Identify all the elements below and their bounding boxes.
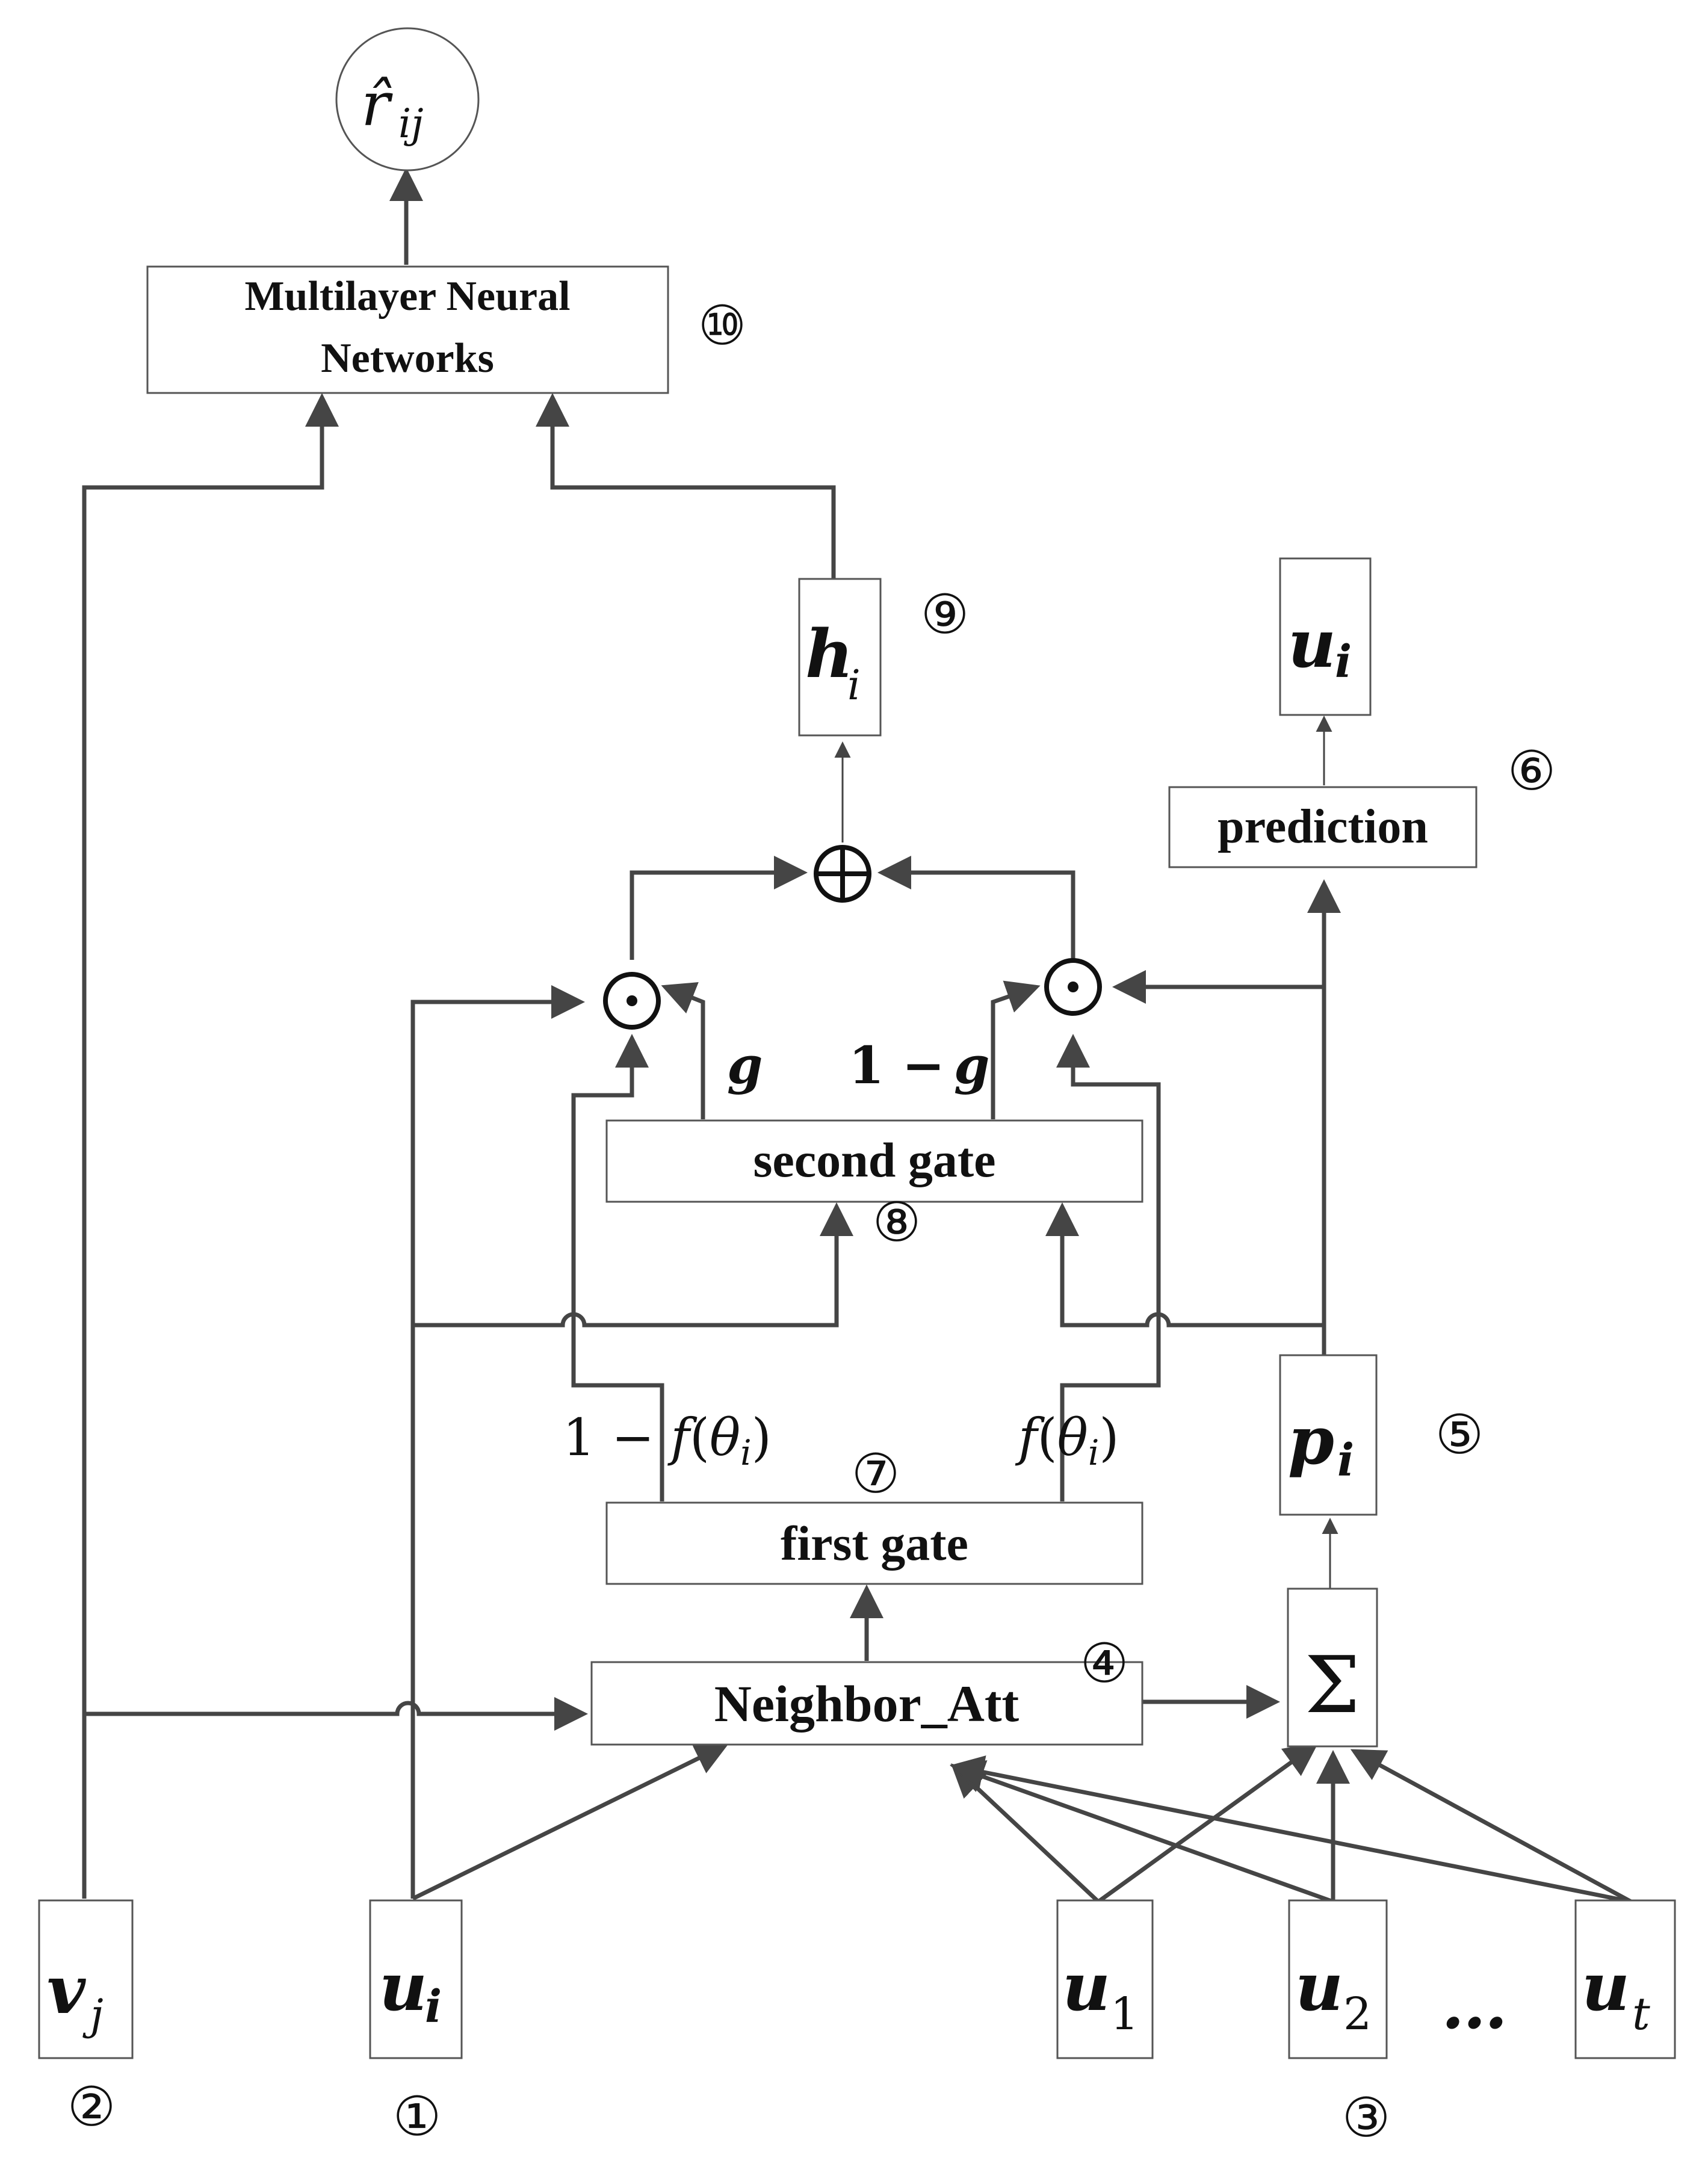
edge-v-to-neighbor-att xyxy=(84,1697,588,1731)
edge-second-gate-g xyxy=(661,982,705,1119)
dot-operator-right xyxy=(1044,958,1102,1016)
ut-node: u t xyxy=(1574,1899,1676,2059)
edge-u1-to-neighbor-att xyxy=(950,1763,1100,1903)
ut-subscript: t xyxy=(1632,1988,1650,2040)
dot-operator-left xyxy=(603,972,661,1030)
neighbors-step-number: ③ xyxy=(1342,2086,1391,2150)
second-gate-label: second gate xyxy=(753,1133,995,1187)
edge-ui-to-neighbor-att xyxy=(412,1743,729,1901)
h-subscript: i xyxy=(847,662,861,710)
label-one-minus-f: 1 − f(θi) xyxy=(563,1408,772,1473)
p-symbol: p xyxy=(1288,1402,1334,1479)
label-f: f(θi) xyxy=(1015,1408,1119,1473)
plus-operator xyxy=(814,845,871,903)
mlp-label-line1: Multilayer Neural xyxy=(244,273,570,320)
ui-input-subscript: i xyxy=(425,1981,442,2033)
h-node: h i ⑨ xyxy=(798,578,970,737)
edge-ui-vertical xyxy=(410,985,585,1899)
p-subscript: i xyxy=(1337,1435,1354,1486)
prediction-label: prediction xyxy=(1218,800,1428,853)
ui-predicted-subscript: i xyxy=(1335,636,1352,688)
label-g: g xyxy=(727,1036,763,1096)
v-input-node: v j ② xyxy=(38,1899,134,2139)
u2-subscript: 2 xyxy=(1343,1988,1372,2040)
first-gate-block: first gate ⑦ xyxy=(605,1442,1143,1585)
first-gate-step-number: ⑦ xyxy=(852,1442,900,1506)
u2-node: u 2 xyxy=(1288,1899,1388,2059)
ui-input-symbol: u xyxy=(379,1948,427,2026)
second-gate-step-number: ⑧ xyxy=(873,1191,921,1254)
neighbor-att-block: Neighbor_Att ④ xyxy=(590,1632,1143,1746)
gate-weight-labels: g 1 − g xyxy=(727,1036,989,1096)
first-gate-output-labels: 1 − f(θi) f(θi) xyxy=(563,1408,1119,1473)
label-one-minus-g-var: g xyxy=(954,1036,989,1096)
mlp-label-line2: Networks xyxy=(321,335,494,382)
p-node: p i ⑤ xyxy=(1279,1354,1484,1516)
second-gate-block: second gate ⑧ xyxy=(605,1119,1143,1254)
edge-ut-to-neighbor-att xyxy=(950,1755,1632,1904)
sum-symbol: Σ xyxy=(1305,1639,1360,1731)
ui-predicted-symbol: u xyxy=(1288,605,1336,682)
h-symbol: h xyxy=(805,615,853,693)
label-one-minus-g-prefix: 1 − xyxy=(849,1036,945,1096)
edge-u1-to-sum xyxy=(1097,1742,1319,1903)
u2-symbol: u xyxy=(1295,1948,1343,2026)
ui-input-step-number: ① xyxy=(393,2085,442,2148)
u1-node: u 1 xyxy=(1056,1899,1154,2059)
edge-p-to-second-gate xyxy=(1045,1202,1324,1328)
p-step-number: ⑤ xyxy=(1435,1403,1484,1467)
ut-symbol: u xyxy=(1582,1948,1630,2026)
sum-node: Σ xyxy=(1287,1588,1378,1748)
edge-v-to-mlp xyxy=(82,393,339,1899)
prediction-block: prediction ⑥ xyxy=(1168,740,1556,868)
edge-h-to-mlp xyxy=(536,393,836,579)
edge-first-gate-left xyxy=(571,1034,664,1501)
ui-input-node: u i ① xyxy=(369,1899,463,2148)
prediction-step-number: ⑥ xyxy=(1508,740,1556,803)
neighbors-ellipsis: … xyxy=(1441,1966,1508,2044)
mlp-step-number: ⑩ xyxy=(698,294,747,357)
v-symbol: v xyxy=(47,1951,86,2029)
edge-first-gate-right xyxy=(1056,1034,1161,1501)
connectors xyxy=(82,167,1632,1904)
u1-symbol: u xyxy=(1062,1948,1110,2026)
h-step-number: ⑨ xyxy=(921,583,970,646)
neighbor-att-label: Neighbor_Att xyxy=(714,1675,1020,1733)
mlp-block: Multilayer Neural Networks ⑩ xyxy=(146,265,747,394)
neighbor-att-step-number: ④ xyxy=(1080,1632,1129,1695)
edge-dot-left-to-plus xyxy=(630,856,808,960)
output-symbol: r̂ xyxy=(361,69,393,140)
edge-dot-right-to-plus xyxy=(877,856,1075,960)
output-subscript: ij xyxy=(398,100,424,147)
output-node: r̂ ij xyxy=(335,27,480,172)
edge-second-gate-1mg xyxy=(991,980,1041,1119)
edge-u2-to-neighbor-att xyxy=(950,1760,1334,1904)
edge-ut-to-sum xyxy=(1350,1749,1632,1904)
edge-ui-to-second-gate xyxy=(413,1202,853,1328)
first-gate-label: first gate xyxy=(781,1516,968,1571)
u1-subscript: 1 xyxy=(1110,1988,1139,2040)
ui-predicted-node: u i xyxy=(1279,557,1372,716)
v-step-number: ② xyxy=(67,2076,116,2139)
